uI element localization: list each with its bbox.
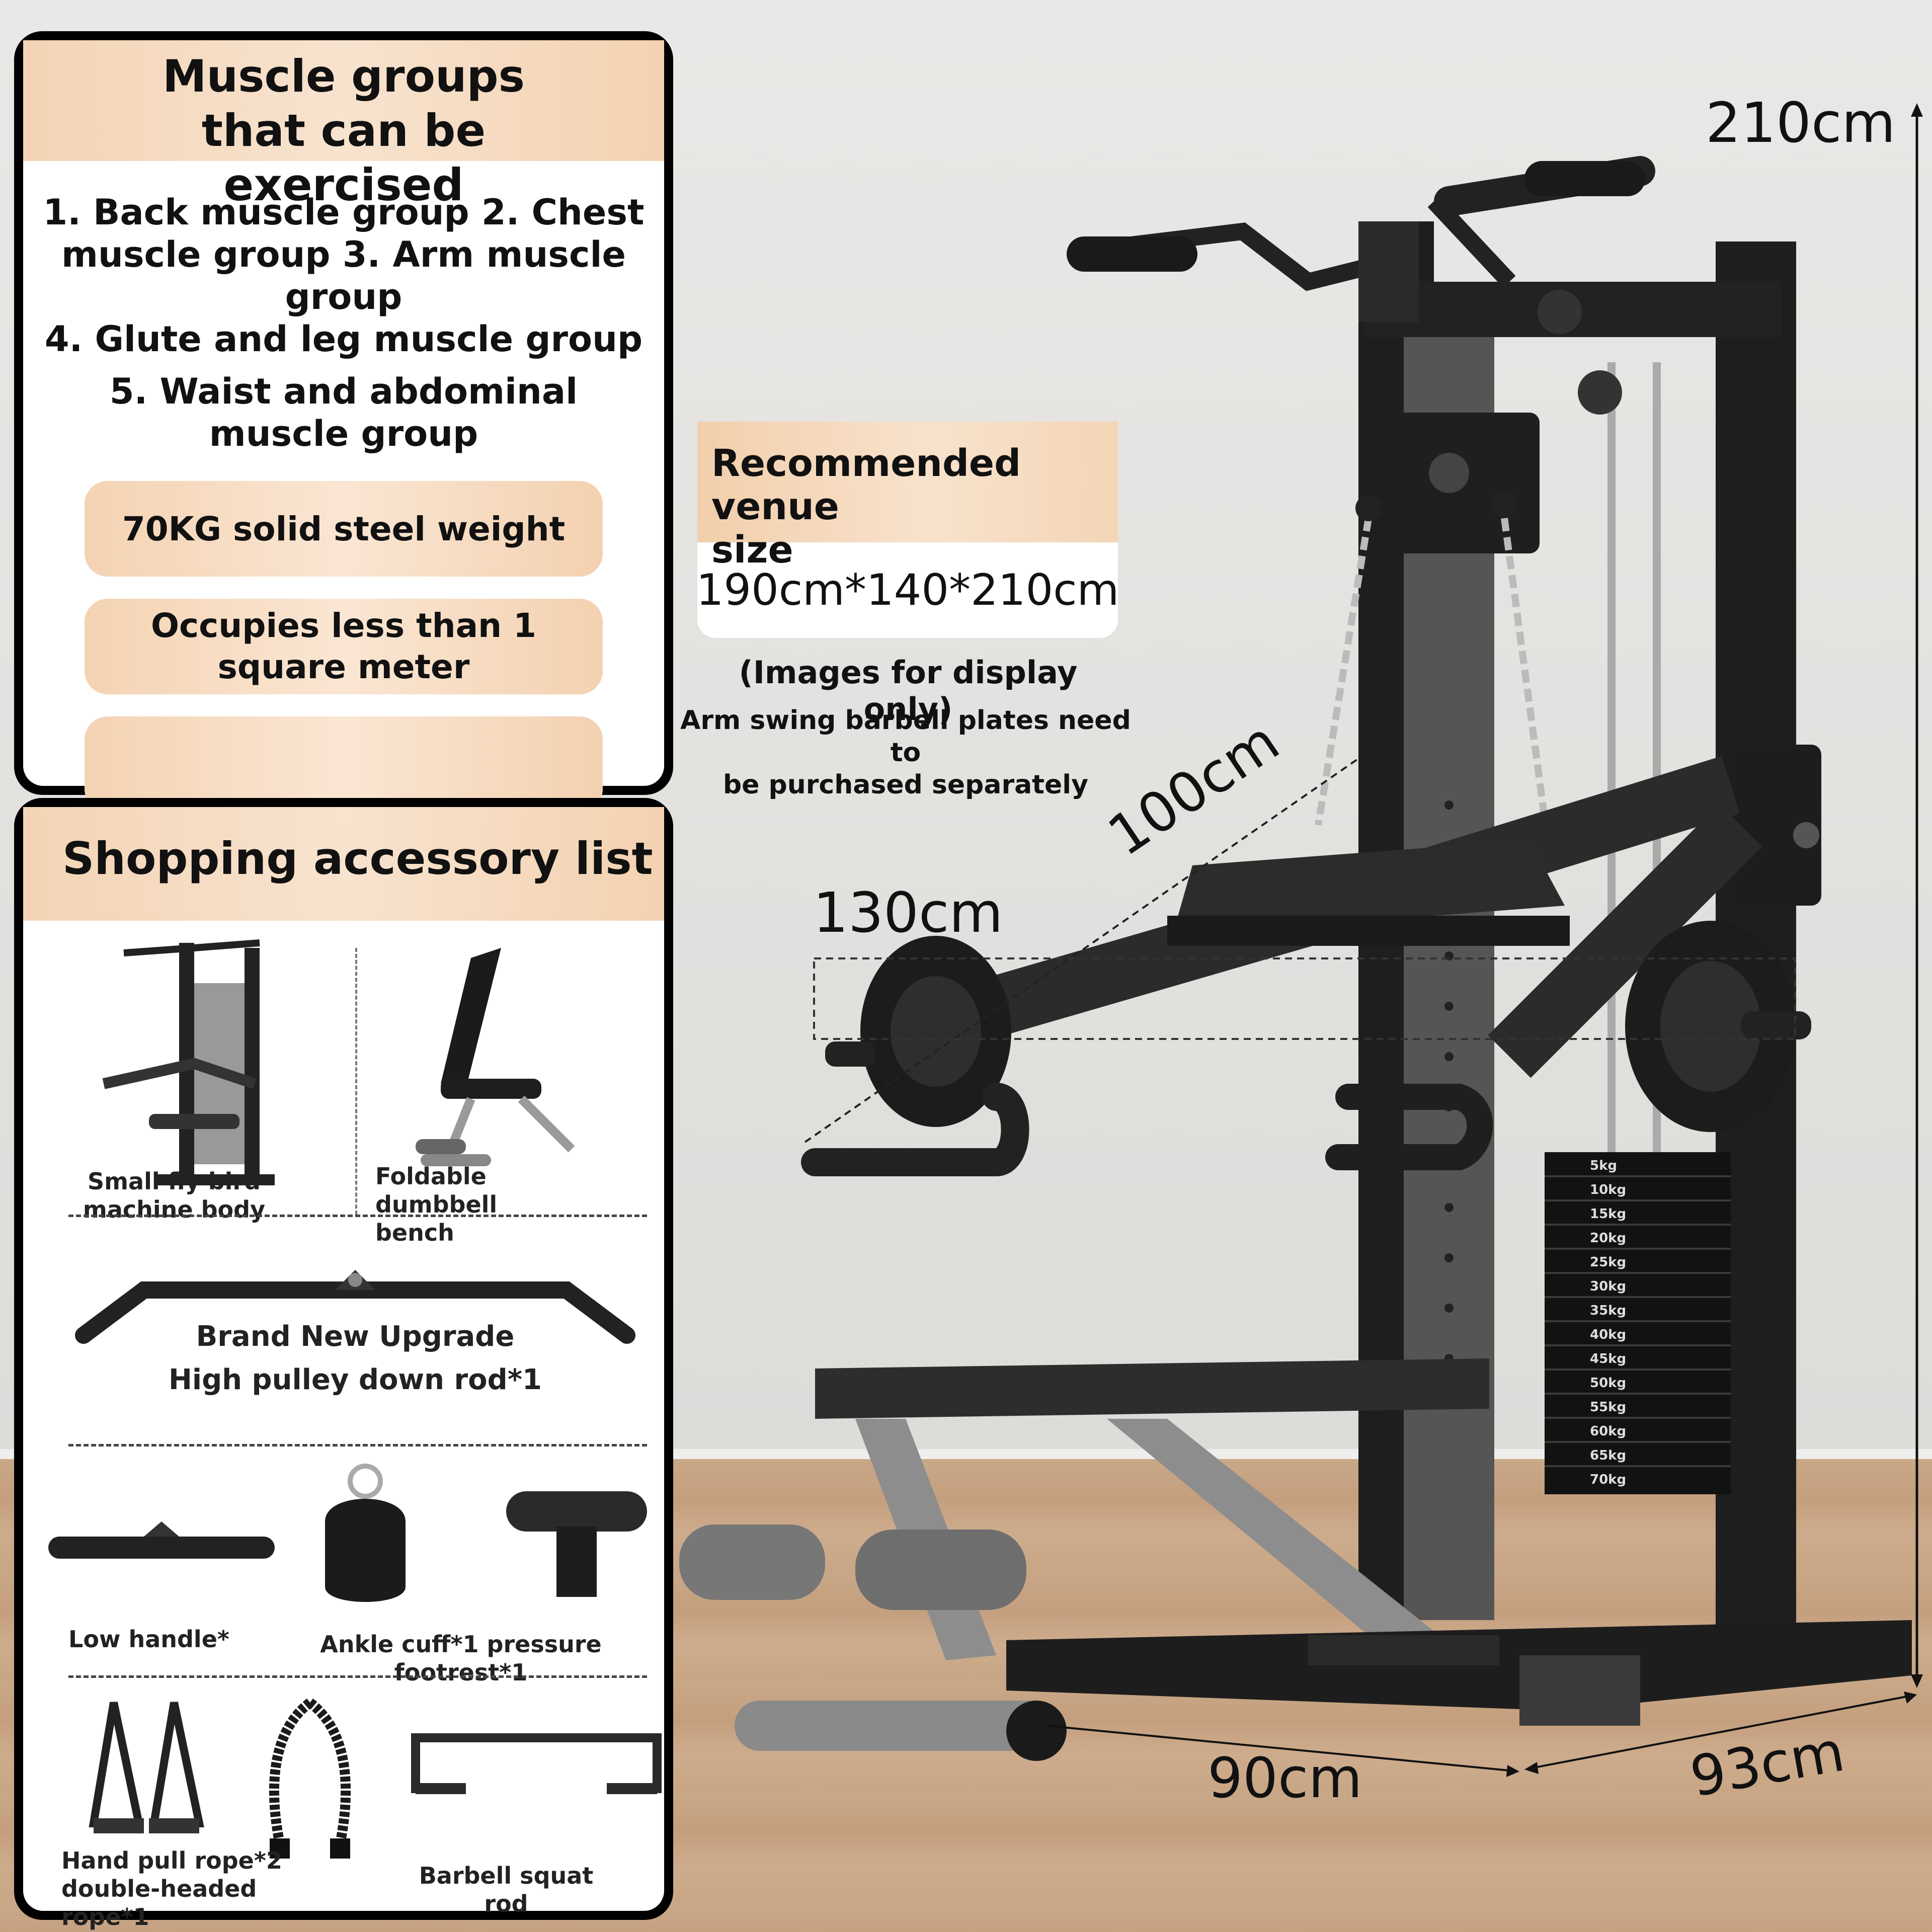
- pulley-rod-label: Brand New Upgrade High pulley down rod*1: [139, 1315, 572, 1402]
- weight-stack-label: 20kg: [1590, 1231, 1626, 1246]
- arm-width-dimension-label: 130cm: [813, 880, 1003, 945]
- weight-stack-label: 25kg: [1590, 1255, 1626, 1270]
- weight-stack-label: 30kg: [1590, 1279, 1626, 1294]
- pulley-rod-icon: [75, 1270, 635, 1344]
- fly-machine-label-text: machine body: [83, 1196, 266, 1223]
- depth-dimension-label: 90cm: [1208, 1746, 1362, 1810]
- bench-label-text: Foldable: [375, 1163, 487, 1190]
- weight-stack-label: 40kg: [1590, 1327, 1626, 1342]
- weight-stack-label: 50kg: [1590, 1376, 1626, 1391]
- muscle-groups-title-text: Muscle groups that can be exercised: [162, 50, 525, 211]
- muscle-groups-line: 4. Glute and leg muscle group: [44, 318, 643, 360]
- feature-empty-badge: [85, 716, 603, 812]
- accessory-divider: [68, 1675, 647, 1678]
- venue-size-value: 190cm*140*210cm: [696, 565, 1119, 615]
- footrest-icon: [506, 1491, 647, 1597]
- feature-footprint-text: Occupies less than 1: [150, 606, 537, 645]
- ankle-cuff-icon: [325, 1464, 406, 1602]
- rope-label: Hand pull rope*2 double-headed rope*1: [61, 1846, 343, 1931]
- plates-note-text: Arm swing barbell plates need to: [680, 705, 1131, 768]
- weight-stack-label: 65kg: [1590, 1448, 1626, 1463]
- feature-weight-badge: 70KG solid steel weight: [85, 481, 603, 577]
- gym-machine-illustration: 5kg 10kg 15kg 20kg 25kg 30kg 35kg 40kg 45kg 50kg 5…: [679, 103, 1923, 1777]
- feature-footprint-badge: Occupies less than 1 square meter: [85, 599, 603, 694]
- fly-machine-label: Small fly bird machine body: [68, 1167, 280, 1224]
- muscle-groups-list: 1. Back muscle group 2. Chest muscle gro…: [23, 161, 664, 455]
- accessory-list-panel: Shopping accessory list Small fly bird m…: [14, 798, 673, 1930]
- pulley-rod-label-text: Brand New Upgrade: [196, 1320, 515, 1353]
- accessory-list-title: Shopping accessory list: [23, 807, 664, 921]
- squat-rod-label: Barbell squat rod: [419, 1862, 594, 1917]
- weight-stack-label: 45kg: [1590, 1351, 1626, 1366]
- venue-size-card: Recommended venue size 190cm*140*210cm: [696, 422, 1119, 638]
- weight-stack-label: 15kg: [1590, 1206, 1626, 1222]
- muscle-groups-panel: Muscle groups that can be exercised 1. B…: [14, 31, 673, 812]
- accessory-divider: [68, 1215, 647, 1217]
- fly-machine-thumbnail: [102, 939, 275, 1185]
- muscle-groups-line: 1. Back muscle group 2. Chest: [43, 192, 645, 233]
- weight-stack-label: 35kg: [1590, 1303, 1626, 1318]
- muscle-groups-line: muscle group: [209, 413, 478, 454]
- muscle-groups-line: 5. Waist and abdominal: [109, 371, 578, 412]
- rope-label-text: double-headed rope*1: [61, 1875, 257, 1930]
- venue-size-heading-text: Recommended venue: [711, 442, 1021, 528]
- double-rope-icon: [269, 1699, 351, 1859]
- venue-size-heading: Recommended venue size: [697, 422, 1118, 572]
- low-handle-label: Low handle*: [68, 1626, 229, 1653]
- rope-label-text: Hand pull rope*2: [61, 1847, 282, 1874]
- height-dimension-label: 210cm: [1706, 91, 1896, 155]
- weight-stack-label: 5kg: [1590, 1158, 1617, 1173]
- weight-stack-label: 70kg: [1590, 1472, 1626, 1487]
- pulley-rod-label-text: High pulley down rod*1: [169, 1363, 542, 1396]
- hand-rope-icon: [89, 1702, 204, 1833]
- muscle-groups-line: muscle group 3. Arm muscle group: [61, 234, 626, 317]
- bench-label: Foldable dumbbell bench: [375, 1162, 577, 1247]
- weight-stack-label: 60kg: [1590, 1424, 1626, 1439]
- feature-footprint-text: square meter: [217, 648, 470, 686]
- feature-weight-text: 70KG solid steel weight: [122, 509, 566, 548]
- plates-note-text: be purchased separately: [722, 770, 1089, 800]
- bench-thumbnail: [416, 948, 575, 1166]
- weight-stack-label: 55kg: [1590, 1400, 1626, 1415]
- plates-separately-note: Arm swing barbell plates need to be purc…: [679, 704, 1132, 801]
- venue-size-heading-text: size: [711, 528, 793, 572]
- weight-stack-label: 10kg: [1590, 1182, 1626, 1197]
- fly-machine-label-text: Small fly bird: [87, 1168, 261, 1195]
- accessory-divider: [355, 948, 357, 1215]
- display-only-note: (Images for display only): [739, 654, 1078, 728]
- accessory-divider: [68, 1444, 647, 1446]
- bench-label-text: dumbbell bench: [375, 1191, 498, 1246]
- squat-rod-icon: [411, 1733, 662, 1794]
- ankle-footrest-label: Ankle cuff*1 pressure footrest*1: [320, 1631, 602, 1686]
- muscle-groups-title: Muscle groups that can be exercised: [23, 40, 664, 211]
- low-handle-icon: [48, 1521, 275, 1559]
